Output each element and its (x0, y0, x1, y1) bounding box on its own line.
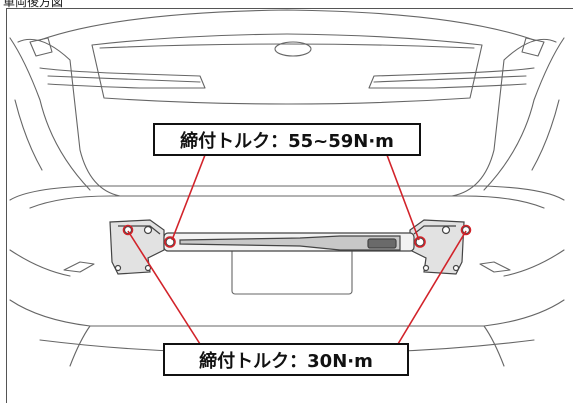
rear-bumper-outline (9, 185, 565, 201)
roof-outline (39, 9, 535, 41)
rear-hatch-outline (17, 38, 557, 197)
rear-window-outline (91, 33, 483, 105)
torque-leader-lines (122, 154, 472, 345)
rear-emblem (274, 41, 312, 57)
spoiler-line (99, 43, 475, 49)
reflector-left (63, 261, 95, 273)
reflector-right (479, 261, 511, 273)
tail-light-right (368, 67, 535, 89)
bolt-holes (114, 225, 471, 272)
diagram-frame (6, 8, 573, 403)
tail-light-left (39, 67, 206, 89)
torque-callout-lower: 締付トルク：30N·m (163, 343, 409, 376)
strut-bar (163, 232, 415, 252)
strut-bar-adjuster (367, 238, 397, 249)
torque-callout-upper: 締付トルク：55~59N·m (153, 123, 421, 156)
diagram-caption: 車両後方図 (3, 0, 64, 9)
